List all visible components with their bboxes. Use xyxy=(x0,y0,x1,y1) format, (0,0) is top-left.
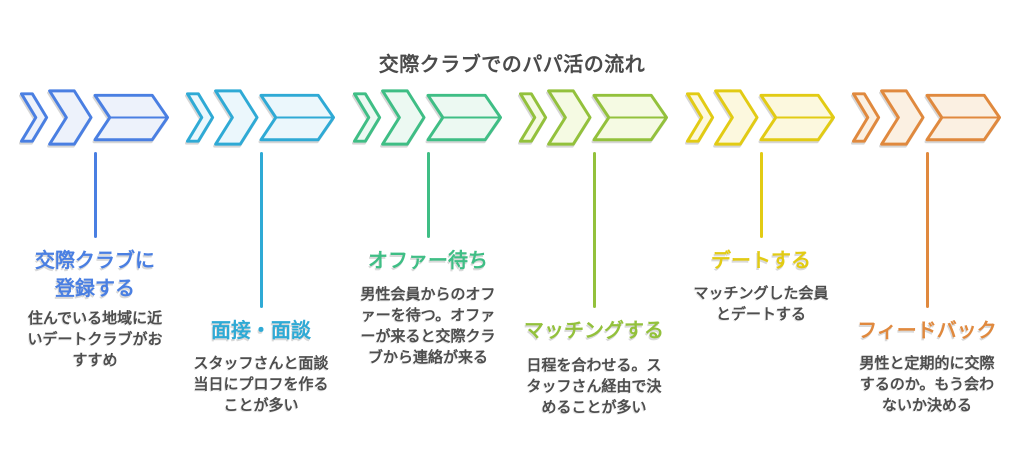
chevron-arrows-icon xyxy=(20,89,170,146)
step-description: 男性と定期的に交際 するのか。もう会わ ないか決める xyxy=(859,354,995,414)
connector-line xyxy=(260,152,263,308)
chevron-arrows-icon xyxy=(519,89,669,146)
step-column-wait-offer: オファー待ち 男性会員からのオフ ァーを待つ。オファ ーが来ると交際クラ ブから… xyxy=(353,88,503,448)
chevron-arrows-icon xyxy=(353,89,503,146)
step-description: 男性会員からのオフ ァーを待つ。オファ ーが来ると交際クラ ブから連絡が来る xyxy=(360,285,496,366)
step-column-feedback: フィードバック 男性と定期的に交際 するのか。もう会わ ないか決める xyxy=(852,88,1002,448)
step-description: マッチングした会員 とデートする xyxy=(693,284,829,323)
chevron-arrows-icon xyxy=(852,89,1002,146)
step-description: スタッフさんと面談 当日にプロフを作る ことが多い xyxy=(193,354,329,414)
connector-line xyxy=(94,152,97,238)
step-description: 日程を合わせる。ス タッフさん経由で決 めることが多い xyxy=(526,356,662,416)
step-title: デートする xyxy=(711,248,811,272)
step-column-register: 交際クラブに 登録する 住んでいる地域に近 いデートクラブがお すすめ xyxy=(20,88,170,448)
step-title: マッチングする xyxy=(524,318,664,342)
step-column-matching: マッチングする 日程を合わせる。ス タッフさん経由で決 めることが多い xyxy=(519,88,669,448)
step-column-date: デートする マッチングした会員 とデートする xyxy=(686,88,836,448)
step-title: フィードバック xyxy=(857,318,997,342)
chevron-arrows-icon xyxy=(186,89,336,146)
step-column-interview: 面接・面談 スタッフさんと面談 当日にプロフを作る ことが多い xyxy=(186,88,336,448)
diagram-title: 交際クラブでのパパ活の流れ xyxy=(378,52,646,76)
step-title: 交際クラブに 登録する xyxy=(35,248,155,300)
connector-line xyxy=(760,152,763,238)
connector-line xyxy=(427,152,430,238)
connector-line xyxy=(593,152,596,308)
step-title: オファー待ち xyxy=(368,248,488,272)
chevron-arrows-icon xyxy=(686,89,836,146)
step-title: 面接・面談 xyxy=(211,318,311,342)
step-description: 住んでいる地域に近 いデートクラブがお すすめ xyxy=(27,309,163,369)
connector-line xyxy=(926,152,929,308)
